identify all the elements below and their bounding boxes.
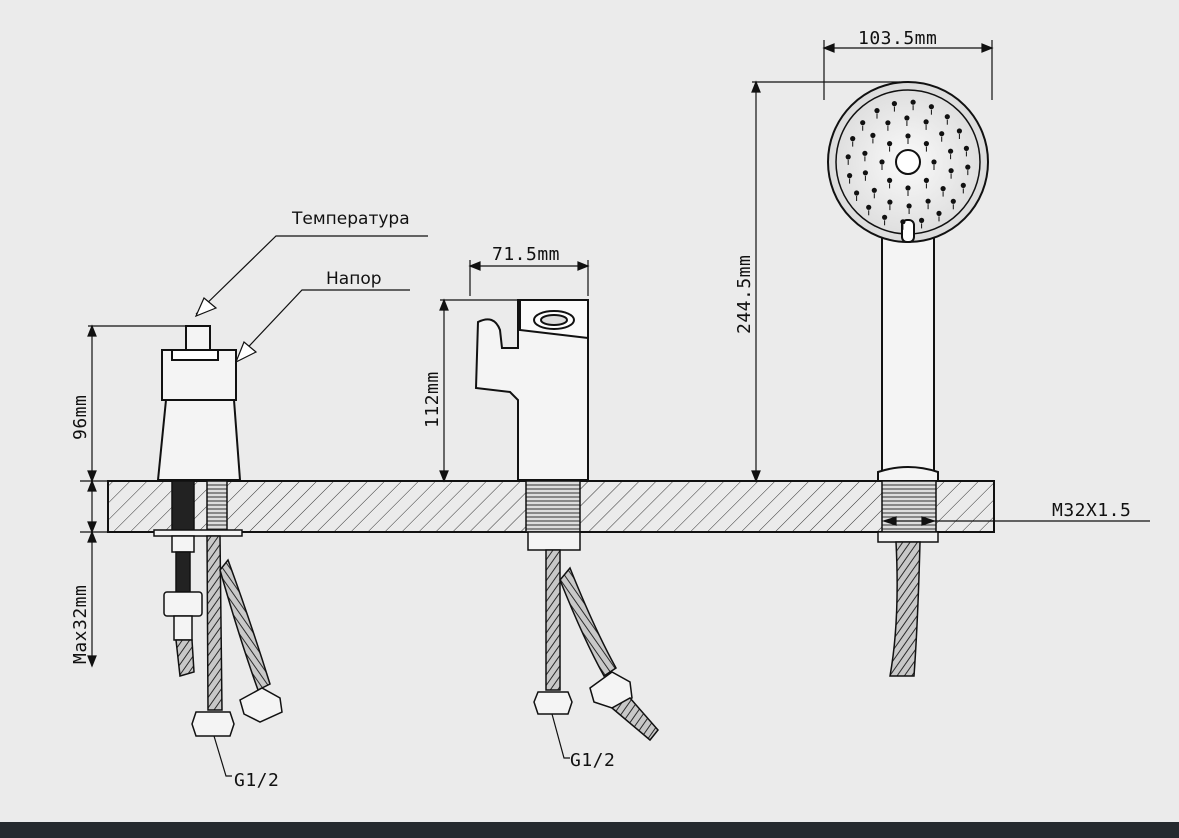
left-hoses: [163, 535, 283, 737]
nozzle: [963, 145, 970, 151]
shower-head: [827, 81, 989, 243]
nozzle: [870, 132, 876, 138]
nozzle: [847, 173, 853, 179]
nozzle: [891, 101, 898, 107]
nozzle: [925, 198, 931, 204]
nozzle: [862, 170, 869, 176]
nozzle: [948, 148, 954, 154]
left-studs: [153, 480, 243, 537]
left-mixer: [156, 325, 242, 481]
middle-spout: [474, 299, 589, 481]
dim-left-height: 96mm: [70, 395, 91, 440]
nozzle: [904, 115, 910, 121]
thread-label-right: M32X1.5: [1052, 500, 1131, 521]
nozzle: [900, 219, 906, 225]
shower-nozzles: [845, 99, 971, 230]
dim-shower-width: 103.5mm: [858, 28, 937, 49]
nozzle: [879, 159, 885, 165]
dim-mid-height: 112mm: [422, 371, 443, 428]
thread-label-middle: G1/2: [570, 750, 615, 771]
nozzle: [887, 199, 893, 205]
nozzle: [862, 150, 868, 156]
temperature-label: Температура: [291, 209, 410, 229]
nozzle: [860, 120, 866, 126]
nozzle: [936, 210, 942, 216]
nozzle: [874, 108, 880, 114]
nozzle: [850, 136, 856, 142]
nozzle: [866, 204, 872, 210]
nozzle: [928, 104, 935, 110]
middle-hoses: [533, 549, 659, 742]
nozzle: [845, 154, 851, 160]
nozzle: [939, 131, 945, 137]
nozzle: [923, 177, 930, 183]
dim-shower-height: 244.5mm: [734, 255, 755, 334]
bottom-bar: [0, 822, 1179, 838]
pressure-label: Напор: [326, 269, 382, 289]
nozzle: [887, 141, 893, 147]
dim-mid-width: 71.5mm: [492, 244, 560, 265]
nozzle: [887, 177, 893, 183]
nozzle: [854, 190, 860, 196]
nozzle: [948, 168, 954, 174]
nozzle: [923, 119, 929, 125]
nozzle: [871, 187, 877, 193]
nozzle: [960, 182, 966, 188]
nozzle: [885, 120, 891, 126]
shower-dimension-lines: [751, 40, 1150, 526]
nozzle: [956, 128, 963, 134]
shower-mount: [877, 480, 939, 677]
nozzle: [965, 164, 971, 170]
shower-handle: [877, 231, 939, 482]
nozzle: [906, 203, 912, 209]
nozzle: [940, 186, 946, 192]
left-leader-lines: [194, 235, 428, 777]
middle-dimension-lines: [439, 260, 590, 759]
left-dimension-lines: [80, 324, 186, 668]
nozzle: [931, 159, 937, 165]
nozzle: [950, 198, 956, 204]
nozzle: [944, 114, 950, 120]
nozzle: [910, 99, 916, 105]
dim-left-max-depth: Max32mm: [70, 585, 91, 664]
nozzle: [905, 133, 911, 139]
nozzle: [919, 217, 925, 223]
thread-label-left: G1/2: [234, 770, 279, 791]
middle-stud: [525, 480, 581, 551]
nozzle: [923, 141, 930, 147]
nozzle: [882, 214, 888, 220]
nozzle: [905, 185, 911, 191]
